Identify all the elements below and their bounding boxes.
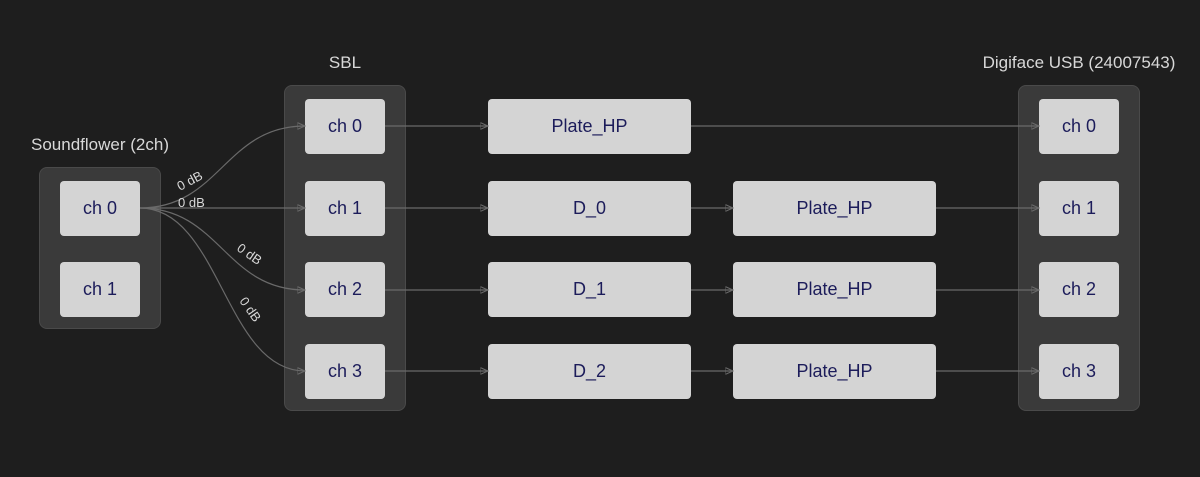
processor-d0[interactable]: D_0 — [488, 181, 691, 236]
soundflower-title: Soundflower (2ch) — [31, 135, 169, 154]
edge-sf0-sbl2 — [139, 207, 305, 290]
gain-label-0: 0 dB — [174, 168, 205, 194]
sbl-ch3[interactable]: ch 3 — [305, 344, 385, 399]
digiface-ch0[interactable]: ch 0 — [1039, 99, 1119, 154]
processor-plate-hp-row3[interactable]: Plate_HP — [733, 344, 936, 399]
processor-plate-hp-row0[interactable]: Plate_HP — [488, 99, 691, 154]
soundflower-ch1[interactable]: ch 1 — [60, 262, 140, 317]
gain-label-3: 0 dB — [237, 294, 265, 325]
sbl-ch1[interactable]: ch 1 — [305, 181, 385, 236]
digiface-ch3[interactable]: ch 3 — [1039, 344, 1119, 399]
processor-plate-hp-row2[interactable]: Plate_HP — [733, 262, 936, 317]
sbl-ch2[interactable]: ch 2 — [305, 262, 385, 317]
sbl-ch0[interactable]: ch 0 — [305, 99, 385, 154]
soundflower-ch0[interactable]: ch 0 — [60, 181, 140, 236]
digiface-ch1[interactable]: ch 1 — [1039, 181, 1119, 236]
edge-sf0-sbl3 — [139, 207, 305, 371]
processor-d2[interactable]: D_2 — [488, 344, 691, 399]
processor-plate-hp-row1[interactable]: Plate_HP — [733, 181, 936, 236]
digiface-ch2[interactable]: ch 2 — [1039, 262, 1119, 317]
gain-label-1: 0 dB — [178, 195, 205, 210]
processor-d1[interactable]: D_1 — [488, 262, 691, 317]
sbl-title: SBL — [328, 53, 362, 72]
gain-label-2: 0 dB — [234, 240, 265, 268]
digiface-title: Digiface USB (24007543) — [982, 53, 1176, 72]
